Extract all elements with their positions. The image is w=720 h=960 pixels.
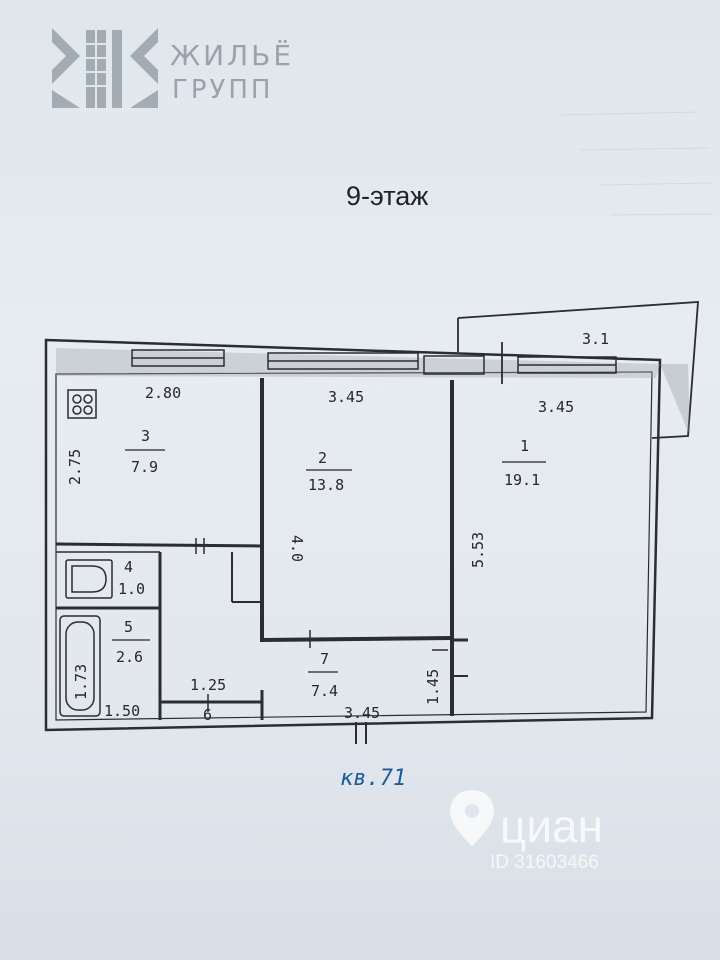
dimension-label: 4.0 [288,535,306,562]
watermark-brand: циан [500,800,603,852]
window [131,349,617,375]
floor-title: 9-этаж [346,181,428,211]
dimension-label: 1.50 [104,702,140,720]
room-number: 5 [124,618,133,636]
apartment-label: кв.71 [340,766,406,791]
room-number: 3 [141,427,150,445]
location-pin-icon [450,790,494,846]
dimension-label: 3.45 [344,704,380,722]
room-number: 6 [203,706,212,724]
room-area: 7.4 [311,682,338,700]
balcony [457,301,699,439]
dimension-label: 2.75 [66,449,84,485]
dimension-label: 5.53 [469,532,487,568]
room-3-label: 3 7.9 [125,427,165,476]
room-number: 1 [520,437,529,455]
wall-hatch [56,348,660,378]
room-1-label: 1 19.1 [502,437,546,489]
bathtub-icon [59,615,101,717]
stove-icon [67,389,97,419]
watermark-id: ID 31603466 [490,852,599,873]
logo-line-2: ГРУПП [172,75,273,105]
balcony-dimension: 3.1 [582,330,609,348]
room-area: 2.6 [116,648,143,666]
outer-wall [44,338,662,732]
room-area: 13.8 [308,476,344,494]
room-area: 7.9 [131,458,158,476]
room-5-label: 5 2.6 [112,618,150,666]
cian-watermark: циан ID 31603466 [450,790,603,873]
room-area: 19.1 [504,471,540,489]
room-4-label: 4 1.0 [118,558,145,598]
floor-plan [44,301,699,744]
room-6-label: 6 [203,706,212,724]
room-2-label: 2 13.8 [306,449,352,494]
dimension-label: 3.45 [328,388,364,406]
toilet-icon [65,559,113,599]
room-area: 1.0 [118,580,145,598]
room-number: 2 [318,449,327,467]
dimension-label: 3.45 [538,398,574,416]
dimension-label: 1.45 [424,669,442,705]
room-number: 7 [320,650,329,668]
dimension-label: 2.80 [145,384,181,402]
logo-mark-icon [52,28,158,108]
room-7-label: 7 7.4 [308,650,338,700]
company-logo: ЖИЛЬЁ ГРУПП [52,28,294,108]
room-number: 4 [124,558,133,576]
dimension-label: 1.25 [190,676,226,694]
logo-line-1: ЖИЛЬЁ [170,39,294,72]
dimension-label: 1.73 [72,664,90,700]
